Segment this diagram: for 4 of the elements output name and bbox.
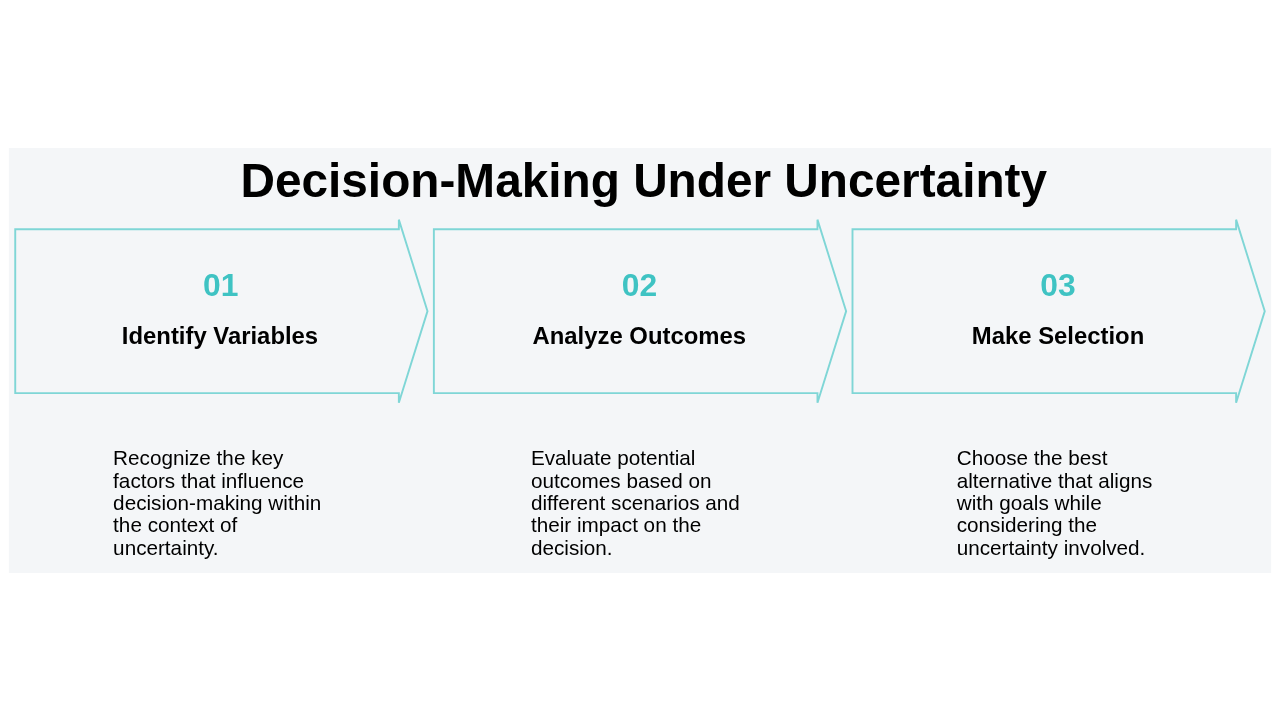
- node-label: Evaluate potential outcomes based on different scenarios and their impact on the decision.: [530, 445, 740, 559]
- node-label: Choose the best alternative that aligns with goals while considering the uncertainty involved.: [956, 445, 1153, 559]
- diagram-title: Decision-Making Under Uncertainty: [240, 153, 1048, 207]
- node-label: Recognize the key factors that influence decision-making within the context of uncertainty.: [113, 445, 322, 559]
